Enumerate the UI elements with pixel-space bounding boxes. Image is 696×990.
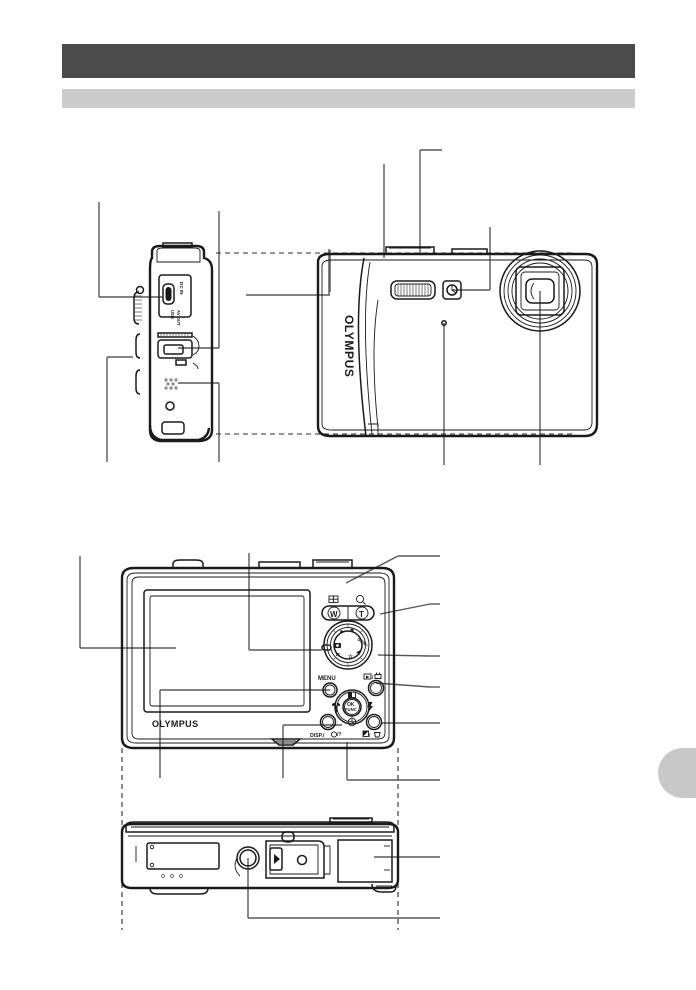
mode-dial: ♣ ★ SCN ▶ ☆ ◇ [323, 620, 373, 670]
self-timer-clock-icon [347, 716, 357, 727]
magnify-icon [355, 594, 366, 605]
svg-text:/: / [369, 733, 371, 739]
label-disp-guide: DISP./ [310, 733, 325, 739]
battery-card-compartment [265, 840, 331, 879]
exposure-compensation-icon [348, 691, 356, 698]
svg-text:▶: ▶ [355, 649, 363, 657]
menu-button: MENU [318, 676, 338, 698]
arrow-pad: OK FUNC [331, 689, 373, 727]
svg-text:SCN: SCN [356, 637, 367, 647]
svg-text:☆: ☆ [348, 653, 354, 660]
label-zoom-tele: T [359, 610, 364, 619]
guide-question-icon: /? [330, 731, 341, 738]
label-zoom-wide: W [330, 610, 338, 619]
header-band [62, 44, 635, 78]
page-edge-tab [658, 748, 696, 798]
subheader-band [62, 89, 635, 108]
svg-text:◇: ◇ [333, 650, 342, 659]
callout-lines-top [98, 149, 576, 465]
label-ok: OK [347, 702, 355, 708]
callout-lines-back [79, 553, 440, 930]
index-thumbnail-icon [328, 595, 339, 603]
svg-text:★: ★ [349, 626, 356, 634]
brand-logo-front: OLYMPUS [342, 315, 356, 377]
playback-print-button: / [363, 672, 385, 697]
tripod-socket [234, 846, 260, 877]
zoom-buttons: W T [321, 594, 375, 621]
macro-flower-icon [331, 703, 341, 713]
shadow-adjust-button: / [362, 713, 383, 739]
speaker-holes [164, 378, 178, 390]
label-usb: USB [170, 310, 175, 319]
erase-trash-icon [373, 732, 381, 738]
label-av-out: AV OUT [176, 310, 181, 326]
shadow-adjustment-icon: / [362, 730, 371, 739]
svg-text:/?: /? [337, 732, 341, 738]
playback-print-icon: / [363, 672, 382, 681]
camera-back-view: OLYMPUS W T [120, 559, 396, 750]
camera-side-view: DC IN USB AV OUT [133, 242, 214, 443]
label-func: FUNC [345, 707, 357, 712]
disp-guide-button: DISP./ /? [310, 713, 341, 739]
svg-text:♣: ♣ [339, 628, 346, 635]
label-menu: MENU [318, 676, 336, 682]
brand-logo-back: OLYMPUS [152, 719, 198, 729]
label-dc-in: DC IN [179, 282, 184, 295]
flash-bolt-icon [367, 702, 373, 712]
camera-bottom-view [120, 817, 400, 895]
svg-text:/: / [372, 675, 374, 681]
camera-front-view: OLYMPUS [316, 246, 599, 438]
